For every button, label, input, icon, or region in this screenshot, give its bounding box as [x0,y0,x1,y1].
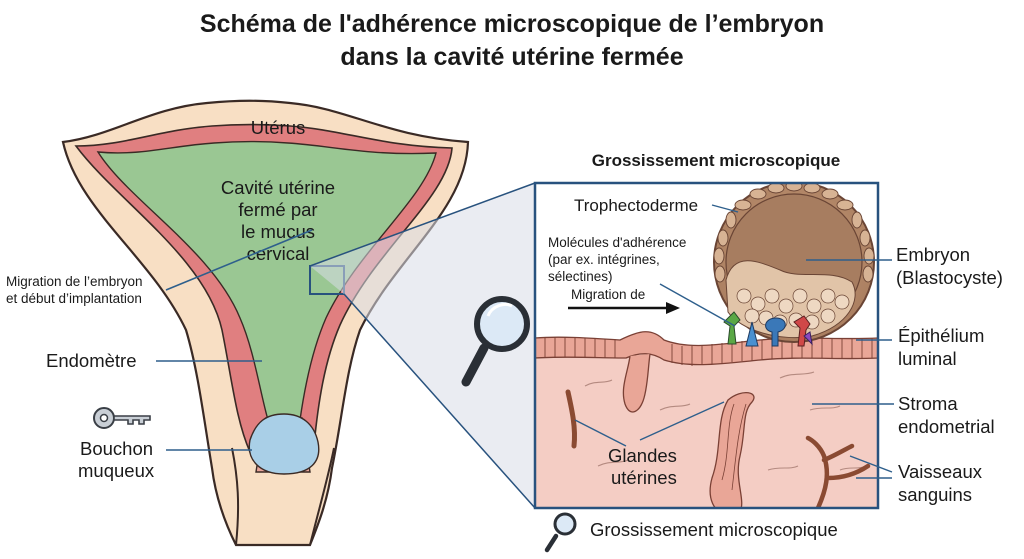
stroma-label-line-2: endometrial [898,416,995,437]
vaisseaux-label-line-1: Vaisseaux [898,461,983,482]
molecules-label-line-1: Molécules d'adhérence [548,235,686,250]
migration-label-line-2: et début d’implantation [6,291,142,306]
migration-leader [165,229,313,291]
footer-magnifier-icon [544,512,577,553]
title-line-2: dans la cavité utérine fermée [340,43,684,71]
trophectoderme-leader [711,204,739,213]
inset-frame [533,181,880,510]
key-icon [93,407,151,429]
cavity-label-line-4: cervical [247,243,310,264]
uterus-illustration [61,99,470,547]
diagram-title: Schéma de l'adhérence microscopique de l… [0,8,1024,74]
vaisseaux-label-line-2: sanguins [898,484,972,505]
cavity-label-line-2: fermé par [238,199,317,220]
adhesion-molecules [723,311,813,347]
gland-dark [565,389,577,449]
glandes-leader-2 [639,401,725,441]
blood-vessel [805,435,871,508]
embryon-label-line-2: (Blastocyste) [896,267,1003,288]
footer-label: Grossissement microscopique [590,519,838,540]
glandes-label-line-1: Glandes [608,445,677,466]
bouchon-label-line-2: muqueux [78,460,155,481]
stroma [535,352,878,508]
migration-label-line-1: Migration de l’embryon [6,274,143,289]
glandes-leader-1 [574,419,627,447]
uterine-gland-2 [709,392,755,508]
vaisseaux-leader-1 [849,455,893,473]
cavity-label-line-3: le mucus [241,221,315,242]
trophectoderme-label: Trophectoderme [574,196,698,215]
glandes-label-line-2: utérines [611,467,677,488]
title-line-1: Schéma de l'adhérence microscopique de l… [199,10,825,38]
endometre-label: Endomètre [46,350,137,371]
stroma-fibers [584,371,867,471]
molecules-label-line-3: sélectines) [548,269,613,284]
inset-content [535,183,878,508]
magnifier-icon [461,296,530,387]
uterine-gland-1 [622,353,651,413]
embryon-label-line-1: Embryon [896,244,970,265]
cavity-label-line-1: Cavité utérine [221,177,335,198]
molecules-leader [659,283,736,327]
epithelium-label-line-1: Épithélium [898,325,984,346]
mucus-plug [248,413,320,475]
stroma-label-line-1: Stroma [898,393,958,414]
molecules-label-line-2: (par ex. intégrines, [548,252,660,267]
inset-header: Grossissement microscopique [592,151,840,170]
uterus-label: Utérus [251,117,306,138]
cervix-lips [231,447,335,546]
bouchon-label-line-1: Bouchon [80,438,153,459]
zoom-projection [310,183,535,508]
migration-de-label: Migration de [571,287,645,302]
epithelium-label-line-2: luminal [898,348,957,369]
epithelium-cells [544,337,873,366]
